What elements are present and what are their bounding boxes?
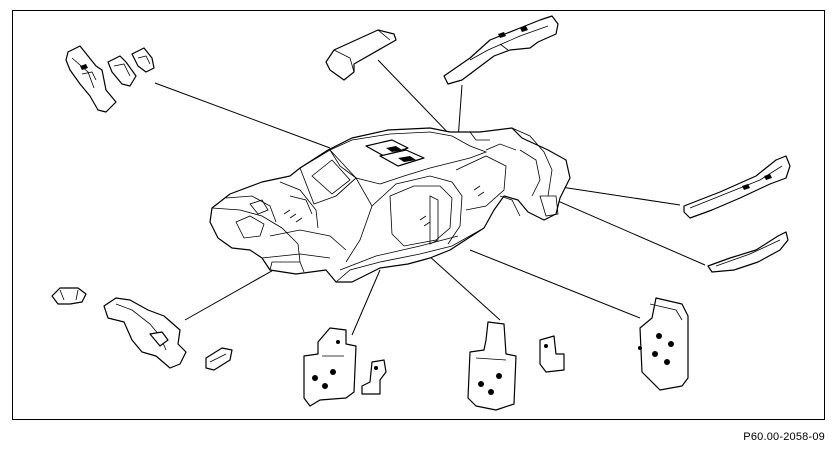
front-bracket-cluster (65, 45, 155, 113)
car-body-shell (209, 127, 571, 283)
b-pillar-reinforcement-right (467, 321, 565, 411)
roof-brace-part (325, 29, 397, 81)
rear-upper-rail (443, 15, 559, 85)
figure-reference-code: P60.00-2058-09 (743, 431, 825, 443)
b-pillar-reinforcement-left (303, 327, 387, 407)
rear-side-rail-upper (683, 155, 791, 219)
rear-side-rail-lower (707, 231, 789, 273)
c-pillar-reinforcement (638, 297, 689, 391)
front-lower-bracket-cluster (51, 287, 233, 371)
